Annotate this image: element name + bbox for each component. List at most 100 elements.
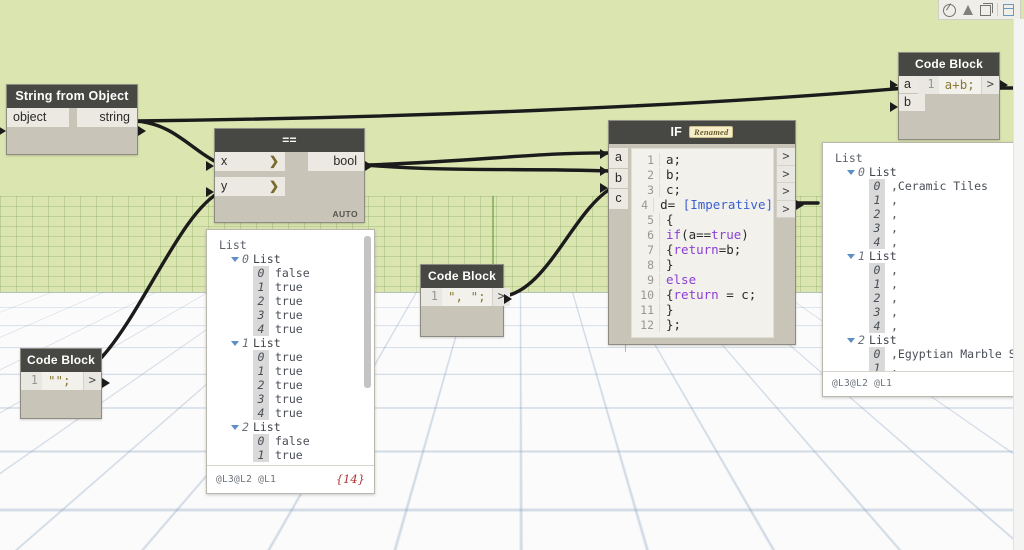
code-text[interactable]: b; bbox=[666, 167, 682, 182]
port-in-a[interactable]: a bbox=[899, 76, 918, 94]
node-code-block-sum[interactable]: Code Block a 1 a+b; > b bbox=[890, 52, 1008, 140]
list-item[interactable]: 3, bbox=[833, 221, 1024, 235]
code-text[interactable]: } bbox=[666, 302, 674, 317]
if-output-ports[interactable]: >>>> bbox=[776, 148, 795, 218]
view-toolbar[interactable] bbox=[938, 0, 1021, 20]
connector-in-a[interactable] bbox=[890, 80, 898, 90]
list-item[interactable]: 1, bbox=[833, 277, 1024, 291]
port-in-x[interactable]: x bbox=[221, 154, 228, 168]
chevron-right-icon[interactable]: ❯ bbox=[268, 154, 279, 168]
connector-out[interactable] bbox=[102, 378, 110, 388]
connector-in-a[interactable] bbox=[600, 149, 608, 159]
chevron-right-icon[interactable]: ❯ bbox=[268, 179, 279, 193]
output-arrow-3[interactable]: > bbox=[776, 200, 795, 218]
if-input-ports[interactable]: a b c bbox=[609, 148, 628, 210]
orbit-icon[interactable] bbox=[943, 3, 958, 17]
connector-in-object[interactable] bbox=[0, 126, 6, 136]
code-text[interactable]: {return=b; bbox=[666, 242, 742, 257]
scrollbar-vertical[interactable] bbox=[364, 236, 371, 388]
code-text[interactable]: ""; bbox=[48, 373, 71, 388]
connector-out-string[interactable] bbox=[138, 126, 146, 136]
connector-in-c[interactable] bbox=[600, 183, 608, 193]
list-item[interactable]: 3, bbox=[833, 305, 1024, 319]
list-item[interactable]: 4, bbox=[833, 235, 1024, 249]
port-in-a[interactable]: a bbox=[609, 148, 628, 169]
code-text[interactable]: }; bbox=[666, 317, 682, 332]
port-in-y[interactable]: y bbox=[221, 179, 228, 193]
code-text[interactable]: else bbox=[666, 272, 697, 287]
connector-in-x[interactable] bbox=[206, 161, 214, 171]
node-equals[interactable]: == x ❯ y ❯ bool AUTO bbox=[206, 128, 373, 223]
node-code-block-empty-string[interactable]: Code Block 1 ""; > bbox=[20, 348, 110, 419]
connector-in-y[interactable] bbox=[206, 187, 214, 197]
connector-out[interactable] bbox=[504, 294, 512, 304]
caret-down-icon[interactable] bbox=[847, 337, 855, 343]
output-arrow[interactable]: > bbox=[980, 76, 999, 94]
list-item[interactable]: 0,Egyptian Marble Stone bbox=[833, 347, 1024, 361]
cone-icon[interactable] bbox=[961, 3, 976, 16]
list-item[interactable]: 0,Ceramic Tiles bbox=[833, 179, 1024, 193]
panel-icon[interactable] bbox=[1001, 3, 1016, 16]
code-text[interactable]: } bbox=[666, 257, 674, 272]
code-text[interactable]: ", "; bbox=[448, 289, 486, 304]
output-arrow-2[interactable]: > bbox=[776, 183, 795, 201]
caret-down-icon[interactable] bbox=[847, 253, 855, 259]
node-code-block-comma[interactable]: Code Block 1 ", "; > bbox=[420, 264, 512, 337]
list-item[interactable]: 2, bbox=[833, 207, 1024, 221]
port-out-string[interactable]: string bbox=[77, 108, 137, 128]
code-text[interactable]: {return = c; bbox=[666, 287, 757, 302]
port-out-bool[interactable]: bool bbox=[308, 152, 364, 172]
code-text[interactable]: a; bbox=[666, 152, 682, 167]
code-text[interactable]: c; bbox=[666, 182, 682, 197]
port-in-c[interactable]: c bbox=[609, 189, 628, 210]
code-text[interactable]: if(a==true) bbox=[666, 227, 749, 242]
port-in-object[interactable]: object bbox=[7, 108, 69, 128]
connector-in-b[interactable] bbox=[600, 166, 608, 176]
caret-down-icon[interactable] bbox=[231, 424, 239, 430]
port-in-b[interactable]: b bbox=[609, 168, 628, 189]
output-arrow[interactable]: > bbox=[82, 372, 101, 390]
list-item[interactable]: 1, bbox=[833, 361, 1024, 371]
connector-in-b[interactable] bbox=[890, 102, 898, 112]
code-text[interactable]: a+b; bbox=[944, 77, 975, 92]
caret-down-icon[interactable] bbox=[847, 169, 855, 175]
caret-down-icon[interactable] bbox=[231, 340, 239, 346]
output-arrow-1[interactable]: > bbox=[776, 165, 795, 183]
list-item[interactable]: 2, bbox=[833, 291, 1024, 305]
list-item[interactable]: 0, bbox=[833, 263, 1024, 277]
code-text[interactable]: { bbox=[666, 212, 674, 227]
cube-icon[interactable] bbox=[979, 3, 994, 16]
connector-out-d[interactable] bbox=[796, 200, 804, 210]
connector-out-bool[interactable] bbox=[365, 161, 373, 171]
canvas-scrollbar-right[interactable] bbox=[1013, 19, 1024, 550]
code-text[interactable]: d= [Imperative] bbox=[660, 197, 773, 212]
list-item[interactable]: 4, bbox=[833, 319, 1024, 333]
connector-out[interactable] bbox=[1000, 80, 1008, 90]
port-in-b[interactable]: b bbox=[899, 94, 925, 112]
node-string-from-object[interactable]: String from Object object string bbox=[0, 84, 146, 155]
